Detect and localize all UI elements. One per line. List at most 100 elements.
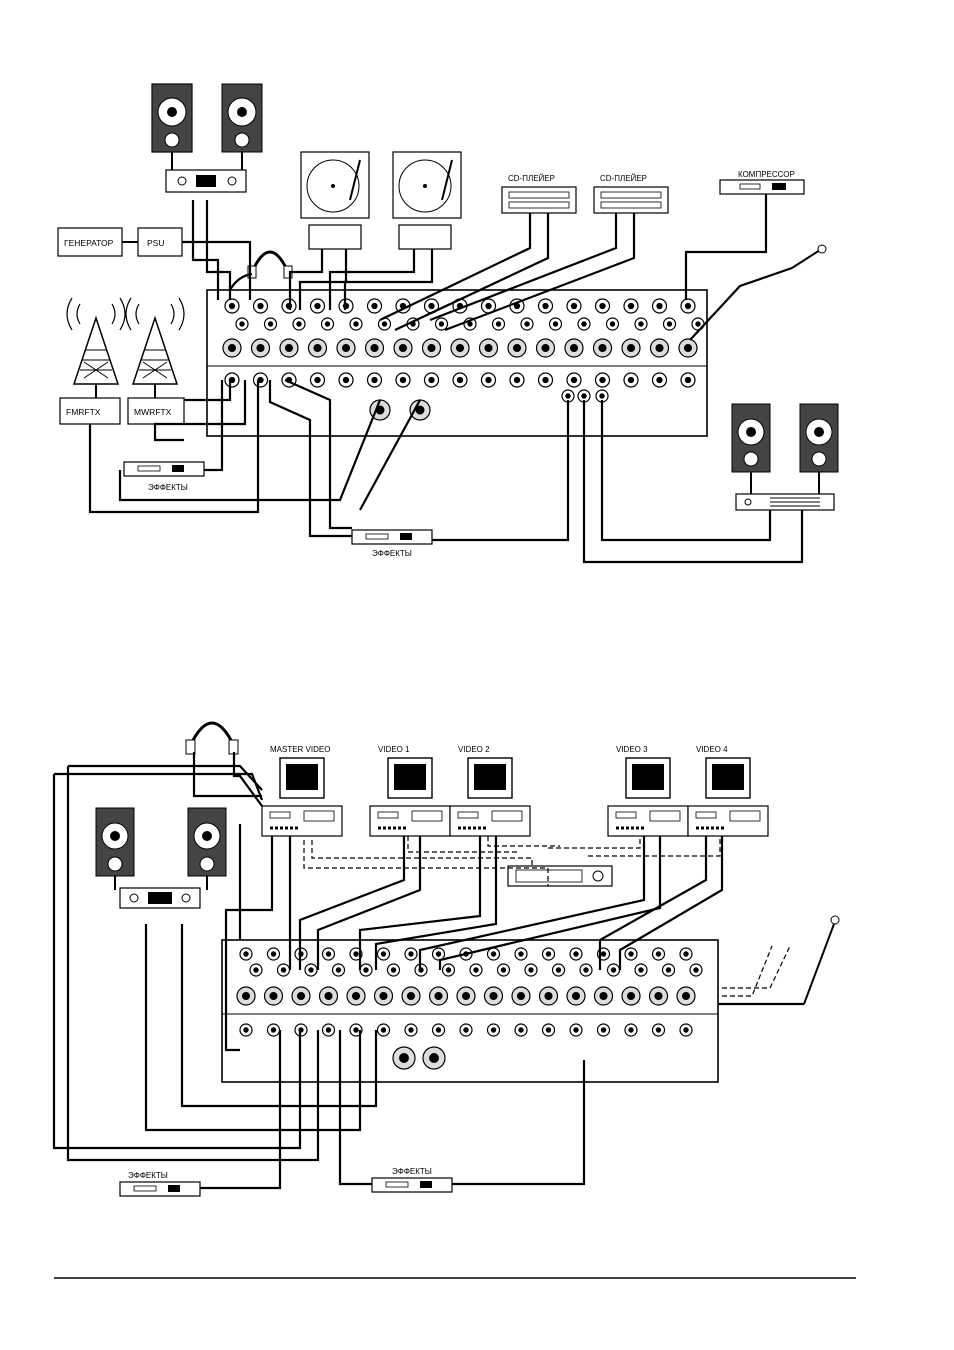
jack-center (256, 344, 264, 352)
jack-center (542, 303, 548, 309)
jack-center (462, 992, 470, 1000)
jack-center (571, 303, 577, 309)
jack-center (228, 344, 236, 352)
microphone-icon (792, 245, 826, 268)
psu-label: PSU (147, 238, 164, 248)
effects-unit-icon: ЭФФЕКТЫ (352, 530, 432, 558)
jack-center (229, 303, 235, 309)
jack-center (683, 951, 688, 956)
jack-center (268, 321, 273, 326)
jack-center (407, 992, 415, 1000)
jack-center (342, 344, 350, 352)
monitor-label: VIDEO 4 (696, 745, 728, 754)
effects-unit-icon: ЭФФЕКТЫ (120, 1171, 200, 1196)
jack-center (484, 344, 492, 352)
jack-center (326, 951, 331, 956)
jack-center (271, 951, 276, 956)
jack-center (638, 967, 643, 972)
jack-center (352, 992, 360, 1000)
jack-center (434, 992, 442, 1000)
jack-center (627, 344, 635, 352)
jack-center (513, 344, 521, 352)
jack-center (524, 321, 529, 326)
monitor-label: VIDEO 2 (458, 745, 490, 754)
cd-player-icon: CD-ПЛЕЙЕР (502, 174, 576, 213)
jack-center (541, 344, 549, 352)
amplifier-icon (120, 888, 200, 908)
jack-center (601, 1027, 606, 1032)
fm-transmitter-label: FMRFTX (66, 407, 101, 417)
turntable-icon (393, 152, 461, 249)
jack-center (436, 951, 441, 956)
fm-transmitter-box: FMRFTX (60, 398, 120, 424)
jack-center (572, 992, 580, 1000)
headphones-icon (248, 252, 292, 278)
jack-center (565, 393, 570, 398)
jack-center (473, 967, 478, 972)
jack-center (313, 344, 321, 352)
jack-center (428, 303, 434, 309)
speaker-icon (732, 404, 770, 472)
jack-center (381, 951, 386, 956)
jack-center (326, 1027, 331, 1032)
jack-center (655, 344, 663, 352)
jack-center (685, 303, 691, 309)
mixer-console-bottom (222, 940, 718, 1082)
jack-center (599, 377, 605, 383)
jack-center (682, 992, 690, 1000)
jack-center (242, 992, 250, 1000)
jack-center (683, 1027, 688, 1032)
jack-center (491, 1027, 496, 1032)
mixer-console-top (207, 290, 707, 436)
jack-center (314, 303, 320, 309)
antenna-tower-icon (67, 298, 125, 384)
jack-center (628, 951, 633, 956)
jack-center (684, 344, 692, 352)
jack-center (243, 1027, 248, 1032)
jack-center (656, 303, 662, 309)
jack-center (336, 967, 341, 972)
speaker-icon (222, 84, 262, 152)
jack-center (544, 992, 552, 1000)
jack-center (463, 1027, 468, 1032)
jack-center (308, 967, 313, 972)
jack-center (581, 393, 586, 398)
jack-center (239, 321, 244, 326)
speaker-icon (800, 404, 838, 472)
jack-center (656, 1027, 661, 1032)
jack-center (269, 992, 277, 1000)
jack-center (518, 1027, 523, 1032)
jack-center (353, 321, 358, 326)
effects-label: ЭФФЕКТЫ (372, 549, 412, 558)
jack-center (353, 951, 358, 956)
jack-center (371, 377, 377, 383)
effects-unit-icon: ЭФФЕКТЫ (372, 1167, 452, 1192)
jack-center (257, 303, 263, 309)
jack-center (573, 1027, 578, 1032)
jack-center (391, 967, 396, 972)
mw-transmitter-box: MWRFTX (128, 398, 184, 424)
generator-box: ГЕНЕРАТОР (58, 228, 122, 256)
jack-center (695, 321, 700, 326)
jack-center (400, 377, 406, 383)
cd-player-label: CD-ПЛЕЙЕР (508, 174, 555, 183)
headphones-icon (186, 723, 238, 754)
jack-center (325, 321, 330, 326)
jack-center (656, 377, 662, 383)
jack-center (638, 321, 643, 326)
jack-center (685, 377, 691, 383)
jack-center (408, 951, 413, 956)
jack-center (489, 992, 497, 1000)
jack-center (446, 967, 451, 972)
jack-center (628, 1027, 633, 1032)
jack-center (553, 321, 558, 326)
jack-center (370, 344, 378, 352)
jack-center (399, 344, 407, 352)
monitor-label: MASTER VIDEO (270, 745, 330, 754)
jack-center (379, 992, 387, 1000)
video-monitor-icon: VIDEO 4 (688, 745, 768, 836)
jack-center (656, 951, 661, 956)
cd-player-label: CD-ПЛЕЙЕР (600, 174, 647, 183)
compressor-label: КОМПРЕССОР (738, 170, 795, 179)
jack-center (666, 967, 671, 972)
